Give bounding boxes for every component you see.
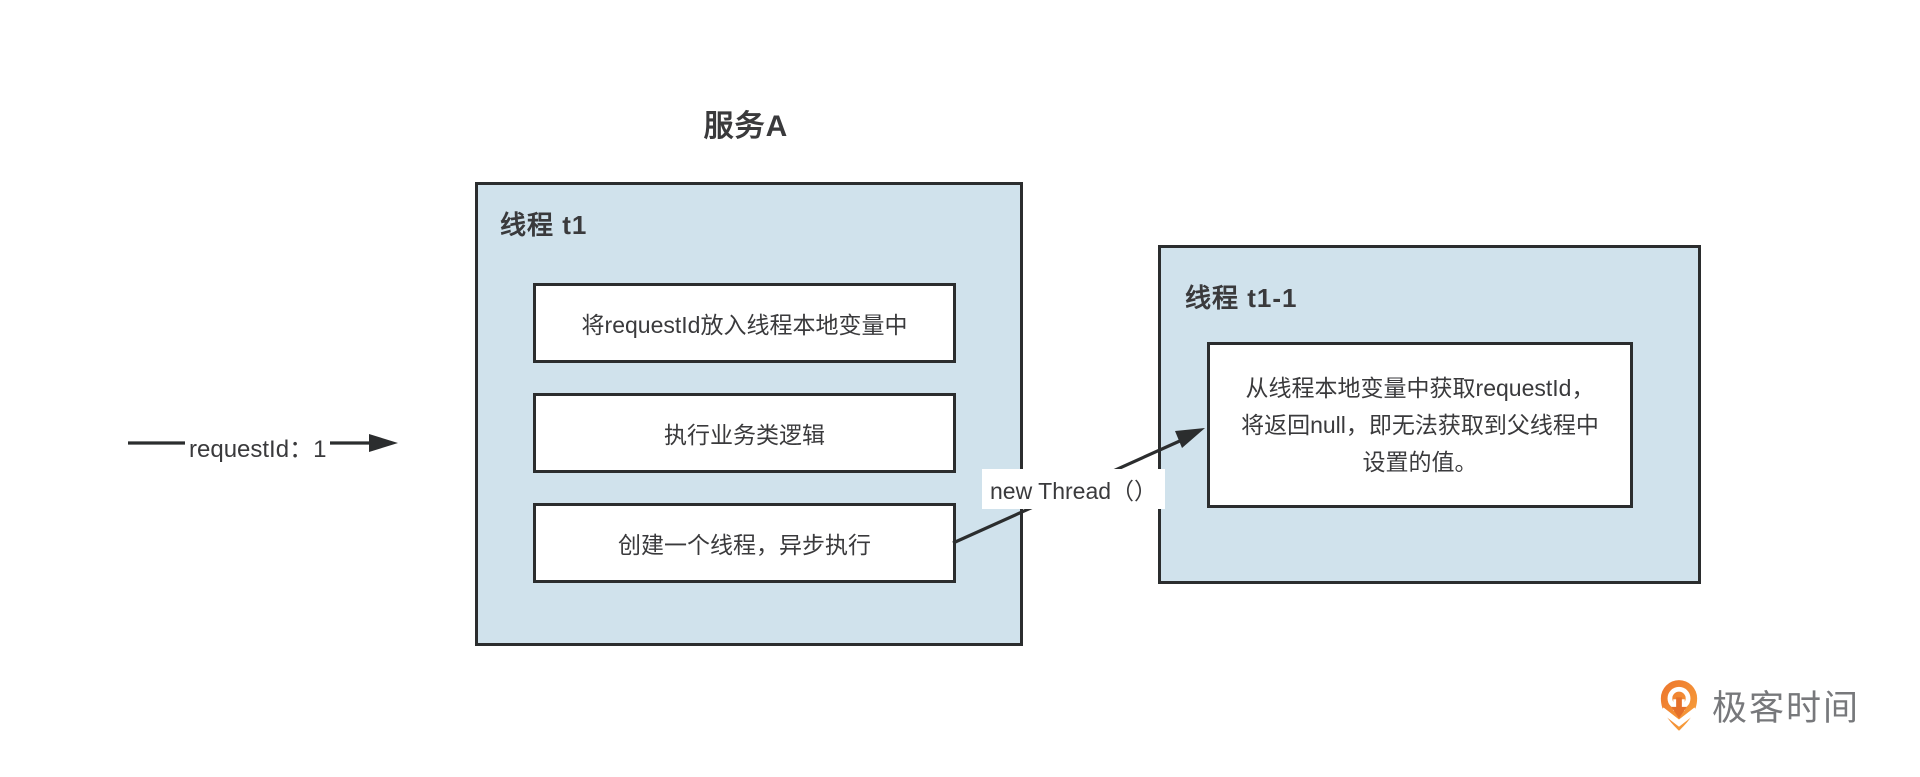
geektime-brand: 极客时间 [1658, 678, 1860, 732]
geektime-logo-icon [1660, 680, 1698, 731]
geektime-brand-text: 极客时间 [1712, 688, 1861, 728]
note-line-2: 将返回null，即无法获取到父线程中 [1241, 411, 1599, 438]
step-put-requestid-box: 将requestId放入线程本地变量中 [533, 283, 956, 363]
step-put-requestid-text: 将requestId放入线程本地变量中 [581, 312, 908, 338]
service-a-title: 服务A [703, 110, 789, 143]
note-line-1: 从线程本地变量中获取requestId， [1245, 374, 1595, 401]
request-arrowhead-icon [369, 434, 398, 452]
step-create-thread-box: 创建一个线程，异步执行 [533, 503, 956, 583]
thread-t1-panel: 线程 t1 将requestId放入线程本地变量中 执行业务类逻辑 创建一个线程… [475, 182, 1023, 646]
thread-t1-1-label: 线程 t1-1 [1185, 283, 1298, 313]
step-business-logic-text: 执行业务类逻辑 [664, 422, 825, 448]
step-business-logic-box: 执行业务类逻辑 [533, 393, 956, 473]
request-id-label: requestId：1 [185, 427, 331, 466]
thread-t1-1-panel: 线程 t1-1 从线程本地变量中获取requestId， 将返回null，即无法… [1158, 245, 1701, 584]
thread-t1-label: 线程 t1 [500, 210, 588, 240]
thread-local-null-note-box: 从线程本地变量中获取requestId， 将返回null，即无法获取到父线程中 … [1207, 342, 1633, 508]
new-thread-label: new Thread（） [982, 469, 1166, 509]
note-line-3: 设置的值。 [1362, 448, 1478, 475]
step-create-thread-text: 创建一个线程，异步执行 [618, 532, 871, 558]
